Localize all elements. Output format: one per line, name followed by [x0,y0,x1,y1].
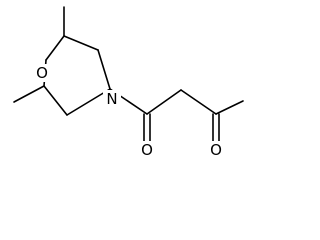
bond-c5-c6 [43,85,68,116]
amide-oxygen-label: O [141,141,153,159]
ring-oxygen-bg [33,64,51,82]
ring-nitrogen-bg [103,90,121,108]
ring-nitrogen-label: N [106,90,117,108]
bond-c6-methyl [13,85,45,103]
bond-c2chain-c3chain [180,89,217,115]
morpholine-ring [43,35,111,116]
bond-c1-c2chain [146,89,182,115]
structure-canvas: O N O O [13,6,244,159]
acyl-chain [109,88,244,144]
ring-oxygen-label: O [36,64,48,82]
ketone-oxygen-label: O [210,141,222,159]
bond-c2-c3 [63,35,99,51]
bond-o-c2 [45,35,65,61]
bond-c3-n [97,49,111,90]
atom-labels: O N O O [33,64,225,159]
amide-oxygen-bg [138,141,156,159]
bond-n-c5 [66,88,111,116]
ketone-oxygen-bg [207,141,225,159]
bond-c3-methyl [215,100,244,115]
methyl-groups [13,6,65,103]
chemical-structure: O N O O [13,6,244,159]
